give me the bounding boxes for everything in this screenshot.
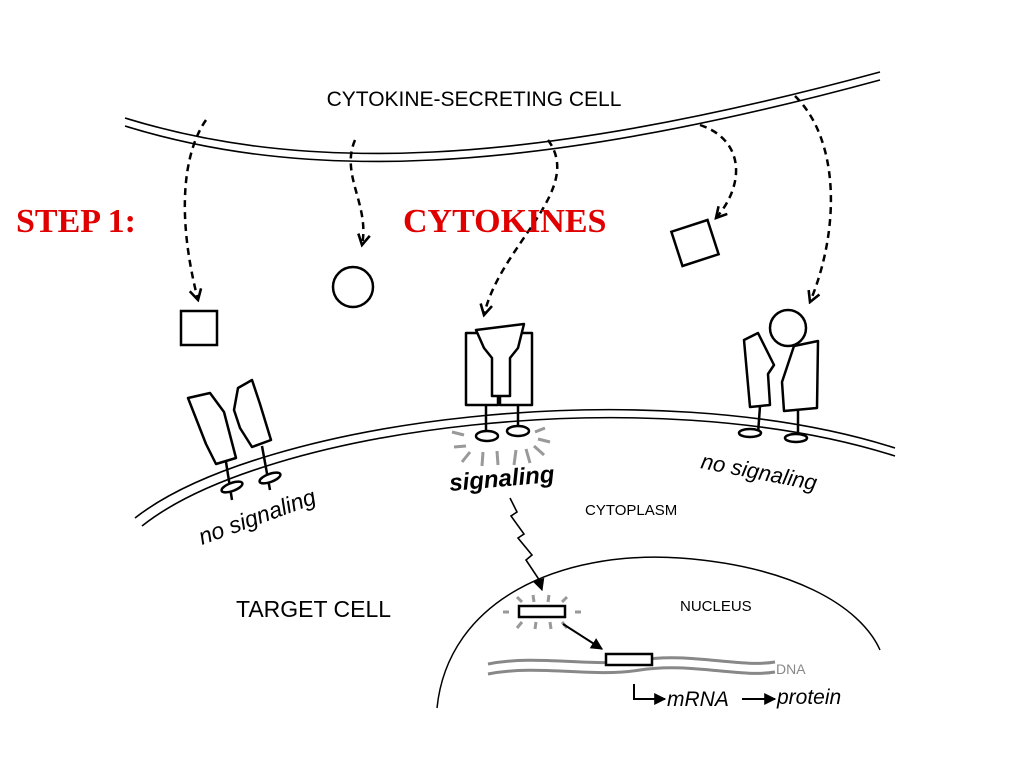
signaling-label: signaling	[448, 461, 556, 497]
receptor-left-chain-a	[186, 391, 238, 466]
step-label: STEP 1:	[16, 203, 136, 240]
secretion-arrow-3	[484, 139, 559, 315]
receptor-right-chain-a	[742, 331, 776, 409]
square-cytokine-right	[669, 218, 721, 268]
secretion-arrow-5	[794, 95, 833, 302]
secretion-arrows	[183, 95, 833, 315]
no-signaling-right-label: no signaling	[699, 448, 820, 495]
cytoplasm-label: CYTOPLASM	[585, 502, 677, 519]
dna-label: DNA	[776, 661, 806, 677]
round-cytokine-right	[768, 308, 808, 348]
protein-label: protein	[776, 686, 841, 709]
nucleus-envelope	[436, 556, 881, 709]
secreting-cell-membrane	[124, 71, 881, 163]
receptor-left-chain-b	[232, 378, 273, 449]
receptor-middle-bound	[464, 322, 534, 443]
no-signaling-left-label: no signaling	[195, 483, 319, 549]
cytokine-molecules	[179, 218, 721, 347]
bound-factor-on-dna	[604, 652, 654, 667]
secreting-cell-label: CYTOKINE-SECRETING CELL	[327, 88, 622, 111]
transcription-arrow	[633, 684, 667, 705]
secretion-arrow-2	[349, 139, 364, 245]
target-cell-membrane	[134, 408, 896, 527]
activated-transcription-factor	[503, 594, 581, 630]
receptor-left-unbound	[186, 378, 282, 501]
mrna-label: mRNA	[667, 688, 729, 711]
cytokines-label: CYTOKINES	[403, 203, 606, 240]
bound-cytokine-middle	[474, 322, 526, 398]
secretion-arrow-1	[183, 119, 208, 300]
round-cytokine-left	[331, 265, 375, 309]
receptor-right-unbound	[737, 308, 820, 444]
signal-transduction-arrow	[509, 497, 545, 592]
signaling-glow	[451, 426, 551, 467]
nucleus-label: NUCLEUS	[680, 598, 752, 615]
factor-to-dna-arrow	[562, 623, 604, 650]
square-cytokine-left	[179, 309, 219, 347]
receptor-right-chain-b	[780, 339, 820, 413]
target-cell-label: TARGET CELL	[236, 596, 391, 622]
secretion-arrow-4	[699, 123, 738, 218]
